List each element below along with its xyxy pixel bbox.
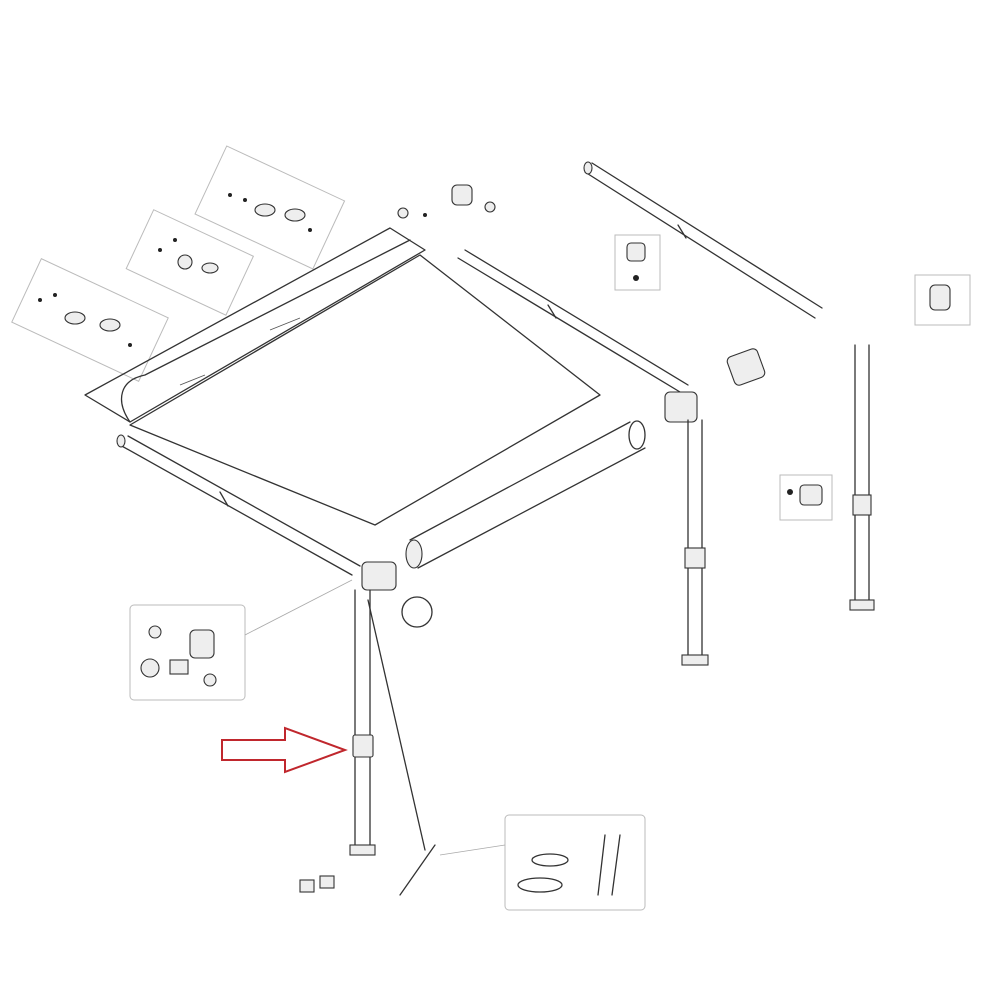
back-arm <box>457 249 689 393</box>
parts-box-end-caps <box>397 184 496 219</box>
brace-rod <box>367 599 426 851</box>
front-left-leg <box>349 589 376 856</box>
parts-box-joint-hardware <box>129 579 353 701</box>
back-leg <box>681 419 709 666</box>
parts-box-hardware-3 <box>11 258 169 382</box>
parts-box-clip <box>779 474 833 521</box>
parts-box-hardware-2 <box>125 209 255 316</box>
clamp-detail <box>401 596 433 628</box>
ground-stake <box>399 844 436 896</box>
awning-cassette <box>84 227 426 423</box>
right-arrow-outline-icon <box>221 726 348 774</box>
parts-box-hardware-1 <box>194 145 346 270</box>
front-left-joint <box>361 561 397 591</box>
awning-fabric <box>129 254 601 526</box>
parts-box-wall-bracket <box>914 274 971 326</box>
right-leg <box>849 344 875 611</box>
parts-box-guy-ropes-stakes <box>439 814 646 911</box>
front-roller-tube <box>405 420 646 569</box>
foot-plate-parts <box>299 875 335 893</box>
right-back-arm <box>583 161 823 319</box>
spare-joint <box>726 348 766 386</box>
parts-box-bracket <box>614 234 661 291</box>
back-joint <box>664 391 698 423</box>
front-left-arm <box>116 434 361 576</box>
